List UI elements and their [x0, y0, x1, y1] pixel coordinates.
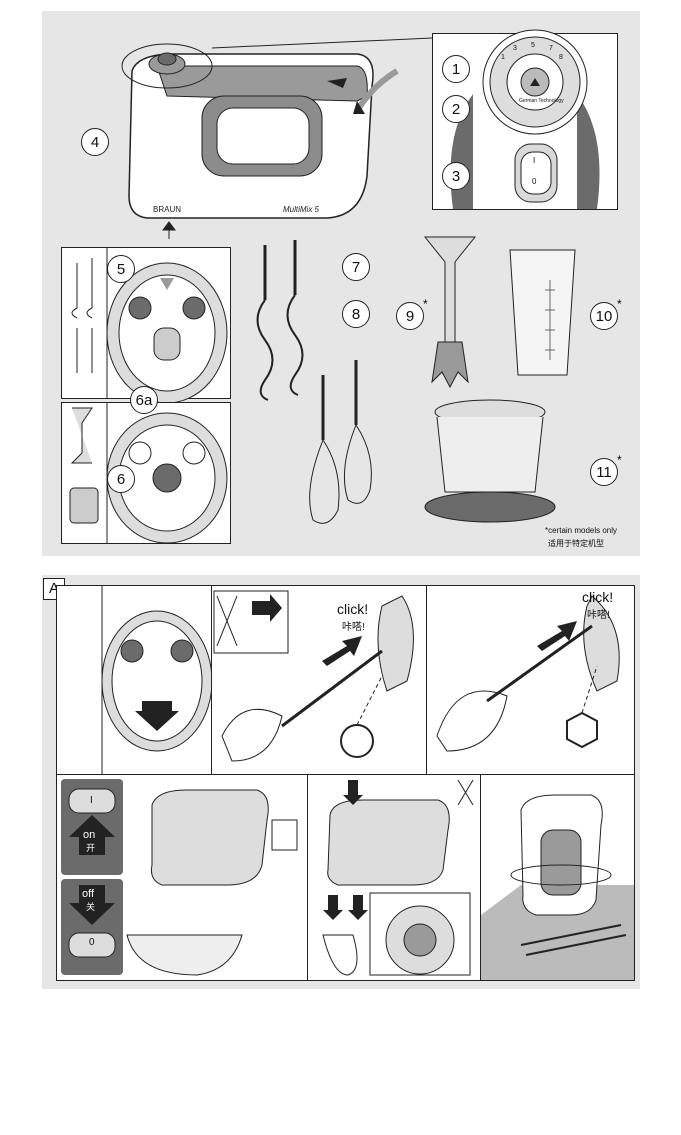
callout-8: 8 [342, 300, 370, 328]
callout-1: 1 [442, 55, 470, 83]
switch-on-label: I [90, 795, 93, 806]
callout-6: 6 [107, 465, 135, 493]
beaker-illustration [505, 240, 580, 380]
chopper-illustration [425, 392, 555, 527]
model-name: MultiMix 5 [283, 205, 320, 214]
switch-off-label: 0 [89, 937, 95, 948]
click-label-zh-2: 咔嗒! [587, 606, 610, 621]
step-insert-hooks: click! 咔嗒! [426, 585, 635, 775]
callout-5: 5 [107, 255, 135, 283]
socket-inset-blender [61, 402, 231, 544]
dial-scale-3: 3 [513, 45, 517, 52]
dial-scale-7: 7 [549, 45, 553, 52]
dial-center-text: German Technology [519, 98, 564, 104]
step-insert-whisks: click! 咔嗒! [211, 585, 427, 775]
callout-4: 4 [81, 128, 109, 156]
on-label-en: on [83, 829, 95, 841]
callout-9-asterisk: * [423, 297, 428, 311]
click-label-en-2: click! [582, 589, 613, 605]
off-label-zh: 关 [86, 900, 95, 913]
switch-off-mark: 0 [532, 177, 536, 186]
whisks-illustration [298, 340, 378, 530]
hand-blender-illustration [420, 222, 480, 392]
click-label-en: click! [337, 601, 368, 617]
callout-11-asterisk: * [617, 453, 622, 467]
brand-logo-text: BRAUN [153, 205, 181, 214]
step-storage [480, 774, 635, 981]
switch-on-mark: I [533, 156, 535, 165]
callout-3: 3 [442, 162, 470, 190]
step-socket-eject [56, 585, 212, 775]
footnote-en: *certain models only [545, 526, 617, 535]
click-label-zh: 咔嗒! [342, 618, 365, 633]
callout-11: 11 [590, 458, 618, 486]
on-label-zh: 开 [86, 841, 95, 854]
callout-9: 9 [396, 302, 424, 330]
footnote-zh: 适用于特定机型 [548, 538, 604, 549]
off-label-en: off [82, 888, 94, 900]
callout-10-asterisk: * [617, 297, 622, 311]
step-eject-beaters [307, 774, 481, 981]
callout-7: 7 [342, 253, 370, 281]
socket-inset-hooks [61, 247, 231, 399]
callout-2: 2 [442, 95, 470, 123]
dial-scale-1: 1 [501, 54, 505, 61]
callout-10: 10 [590, 302, 618, 330]
dial-scale-8: 8 [559, 54, 563, 61]
callout-6a: 6a [130, 386, 158, 414]
step-switch-on-off: I on 开 off 关 0 [56, 774, 308, 981]
mixer-illustration: BRAUN MultiMix 5 [57, 26, 417, 241]
dial-scale-5: 5 [531, 42, 535, 49]
